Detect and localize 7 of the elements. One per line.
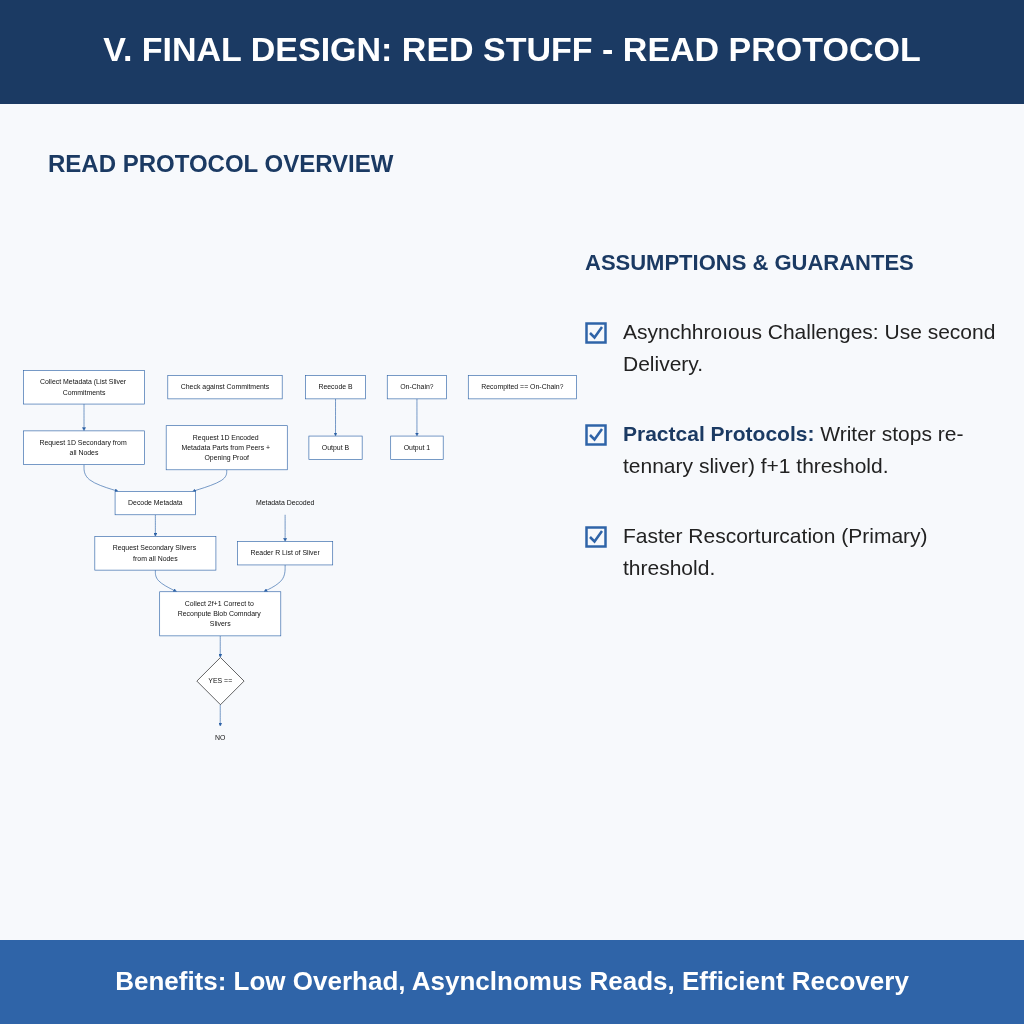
bullet-text: Practcal Protocols: Writer stops re- tennary sliver) f+1 threshold. bbox=[623, 421, 965, 479]
title: V. FINAL DESIGN: RED STUFF - READ PROTOCOL bbox=[102, 30, 922, 69]
section-heading: ASSUMPTIONS & GUARANTES bbox=[585, 250, 915, 276]
section-heading: READ PROTOCOL OVERVIEW bbox=[48, 150, 394, 178]
bullet-text: Asynchhroıous Challenges: Use second Delivery. bbox=[623, 319, 997, 377]
bullet-text: Faster Rescorturcation (Primary) threshold. bbox=[623, 523, 929, 581]
footer-text: Benefits: Low Overhad, Asynclnomus Reads, Efficient Recovery bbox=[114, 966, 910, 997]
